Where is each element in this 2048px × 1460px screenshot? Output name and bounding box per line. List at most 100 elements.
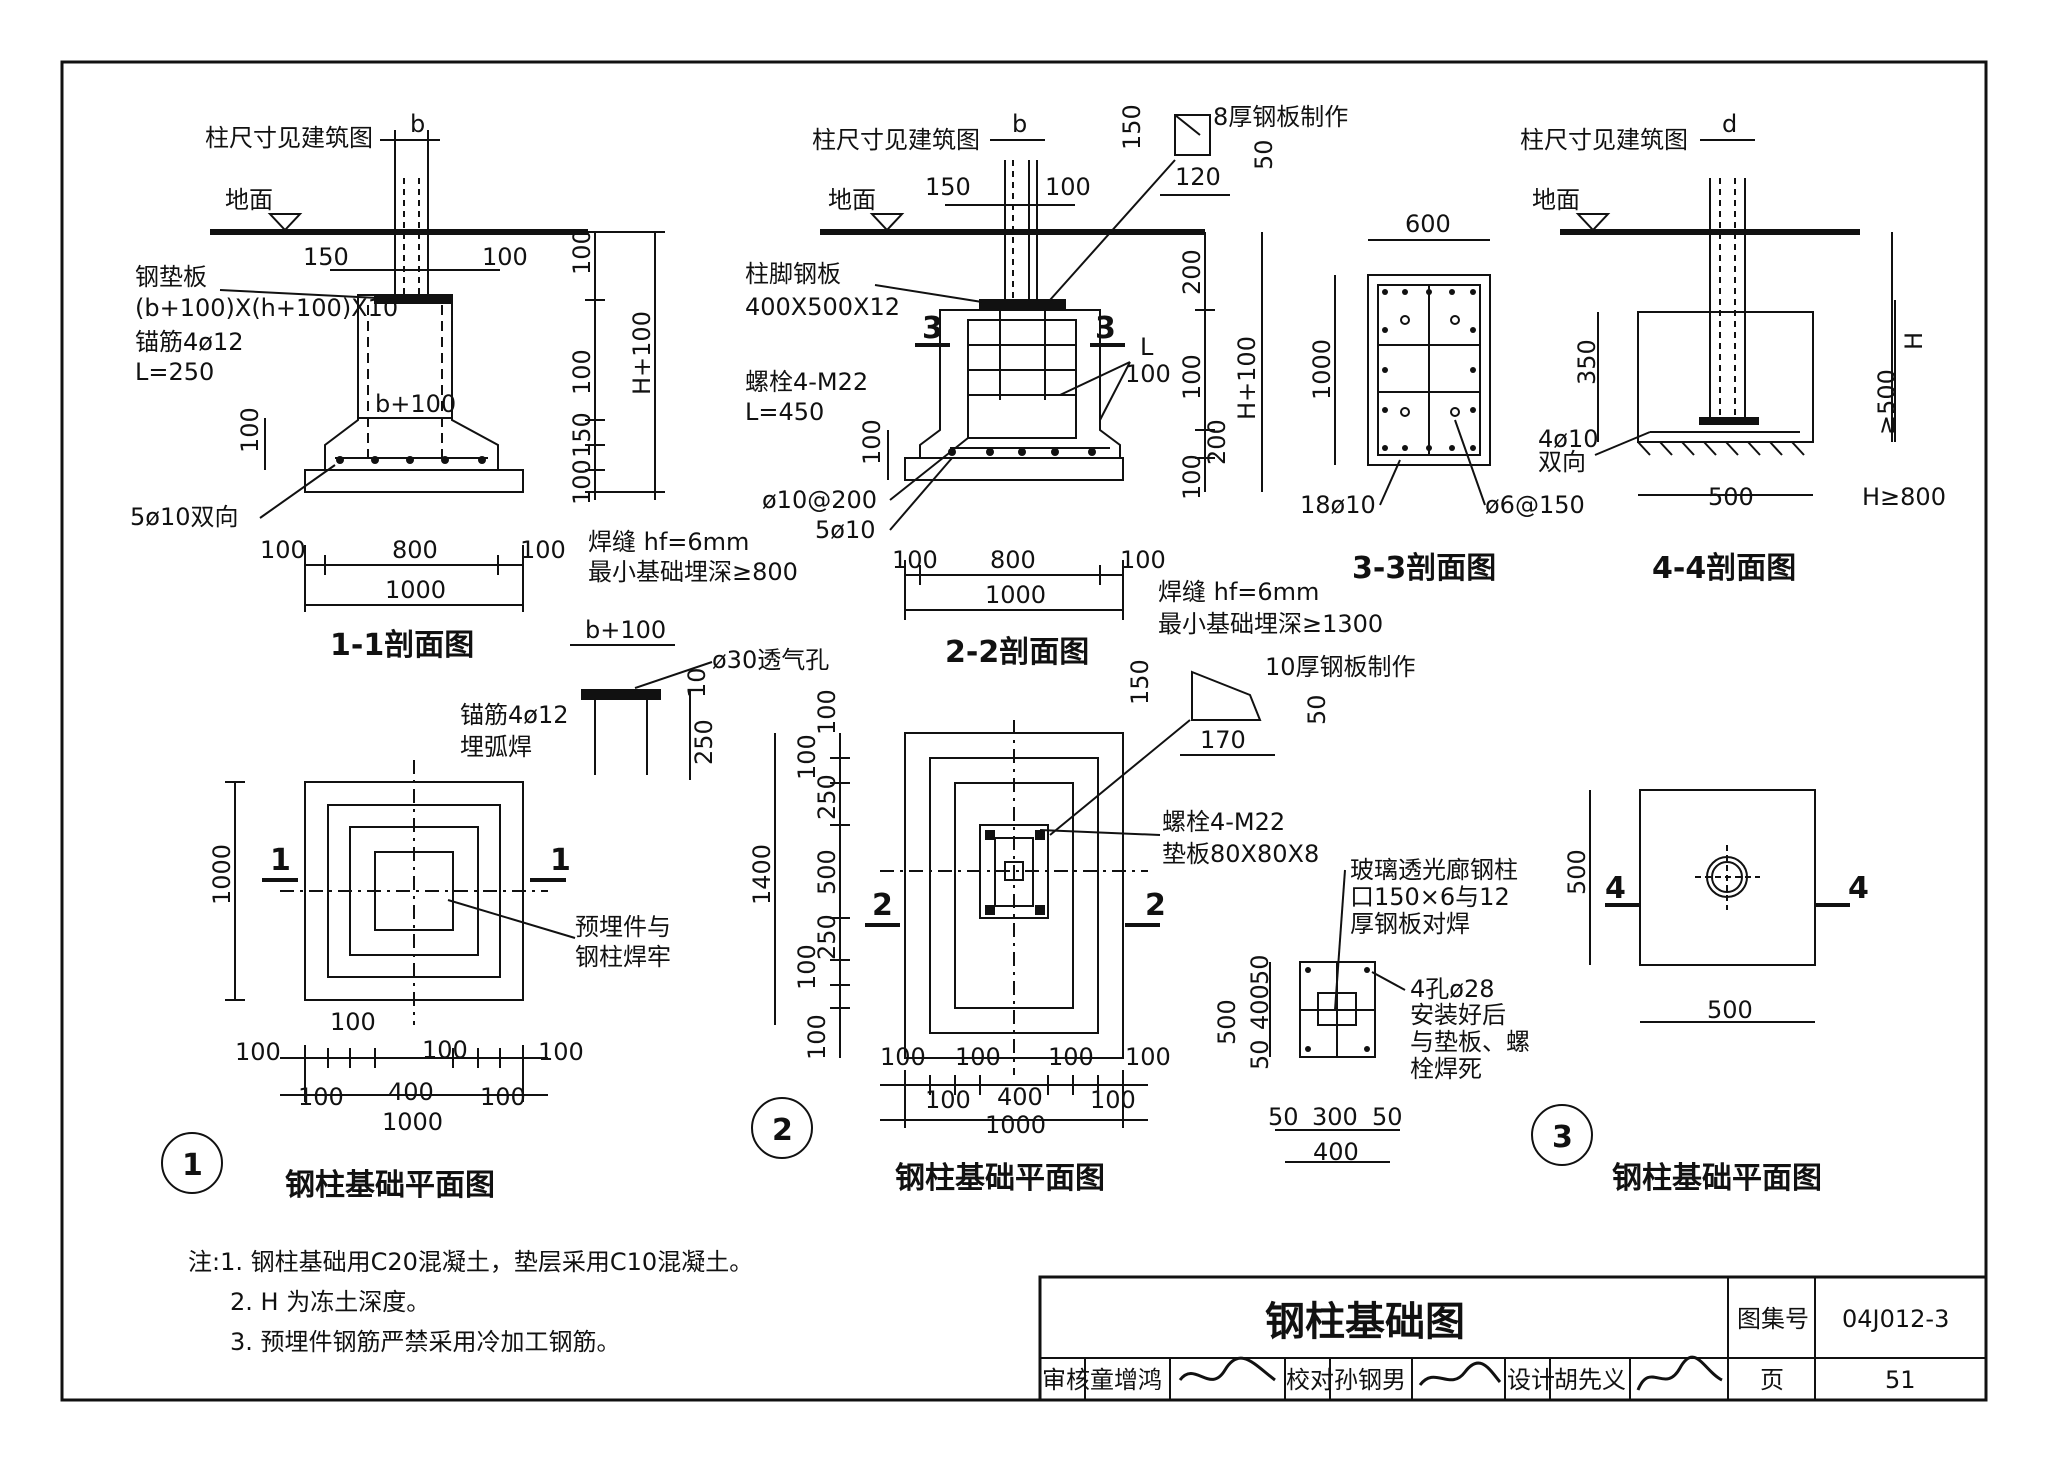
dim-w-100l-2: 100: [892, 546, 938, 574]
s44-350: 350: [1573, 339, 1601, 385]
bp-h-400: 400: [1313, 1138, 1359, 1166]
dim-w-1000-2: 1000: [985, 581, 1046, 609]
weld-note-2: 焊缝 hf=6mm: [1158, 578, 1319, 606]
dim-v-150: 150: [568, 412, 596, 458]
min-depth-note: 最小基础埋深≥800: [588, 558, 798, 586]
plan-2-title: 钢柱基础平面图: [895, 1161, 1105, 1196]
plan1-100-c: 100: [538, 1038, 584, 1066]
ground-label-4: 地面: [1532, 186, 1580, 214]
s33-1000: 1000: [1308, 339, 1336, 400]
plan1-dim-1000v: 1000: [208, 844, 236, 905]
plan2-h-100e: 100: [925, 1086, 971, 1114]
s44-rebar-2: 双向: [1538, 448, 1586, 476]
design-label: 设计: [1507, 1366, 1555, 1394]
dim-150-2: 150: [925, 173, 971, 201]
stiffener-50: 50: [1250, 139, 1278, 170]
designer-name: 胡先义: [1554, 1366, 1626, 1394]
cut-mark-1-right: 1: [550, 843, 571, 878]
plan1-100-top: 100: [330, 1008, 376, 1036]
plan2-h-1000: 1000: [985, 1111, 1046, 1139]
plan-3-title: 钢柱基础平面图: [1612, 1161, 1822, 1196]
bp-v-50b: 50: [1246, 1039, 1274, 1070]
plan-2: 螺栓4-M22 垫板80X80X8 100 100 250 500 250 10…: [748, 689, 1319, 1196]
column-size-note: 柱尺寸见建筑图: [205, 124, 373, 152]
stiffener2-170: 170: [1200, 726, 1246, 754]
ground-label: 地面: [225, 186, 273, 214]
column-dim-d: d: [1722, 110, 1737, 138]
vent-hole-label: ø30透气孔: [712, 646, 829, 674]
column-size-note-4: 柱尺寸见建筑图: [1520, 126, 1688, 154]
bolt-length: L=450: [745, 398, 824, 426]
dim-100-2: 100: [1045, 173, 1091, 201]
stiffener2-150: 150: [1126, 659, 1154, 705]
plan2-h-100b: 100: [955, 1043, 1001, 1071]
ground-label-2: 地面: [828, 186, 876, 214]
drawing-title: 钢柱基础图: [1265, 1299, 1465, 1345]
s44-ge500: ≥500: [1873, 369, 1901, 435]
sheet-border: [60, 60, 1988, 1402]
plan2-v-100c: 100: [793, 944, 821, 990]
dim-v-200: 200: [1178, 249, 1206, 295]
bp-h-50b: 50: [1372, 1103, 1403, 1131]
dim-100-left: 100: [236, 407, 264, 453]
dim-v-h100-2: H+100: [1233, 336, 1261, 420]
reviewer-signature: [1178, 1356, 1276, 1382]
plan2-v-500: 500: [813, 849, 841, 895]
s44-H: H: [1900, 332, 1928, 350]
base-plate-label: 柱脚钢板: [745, 260, 841, 288]
bp-v-400: 400: [1246, 984, 1274, 1030]
dim-w-1000: 1000: [385, 576, 446, 604]
plan-1: 1000 1 1 预埋件与 钢柱焊牢 100 100 100 100 100 4…: [161, 760, 671, 1203]
min-depth-note-2: 最小基础埋深≥1300: [1158, 610, 1383, 638]
rebar-dots: [336, 456, 486, 464]
hole-note-3: 与垫板、螺: [1410, 1028, 1530, 1056]
bp-h-300: 300: [1312, 1103, 1358, 1131]
s44-500: 500: [1708, 483, 1754, 511]
plan1-100-b: 100: [422, 1036, 468, 1064]
plan2-v-1400: 1400: [748, 844, 776, 905]
arc-weld-label: 埋弧焊: [460, 733, 532, 761]
section-3-3-title: 3-3剖面图: [1352, 551, 1496, 586]
s33-stirrup: ø6@150: [1485, 491, 1585, 519]
section-4-4-title: 4-4剖面图: [1652, 551, 1796, 586]
detail-10: 10: [683, 667, 711, 698]
embed-weld-note-1: 预埋件与: [575, 913, 671, 941]
detail-b-plus-100: b+100: [585, 616, 666, 644]
page-number: 51: [1885, 1366, 1916, 1394]
base-plate-size: 400X500X12: [745, 293, 900, 321]
review-label: 审核: [1042, 1366, 1090, 1394]
column-note-1: 玻璃透光廊钢柱: [1350, 856, 1518, 884]
pad-plate-size: (b+100)X(h+100)X10: [135, 294, 398, 322]
column-dim-b-2: b: [1012, 110, 1027, 138]
dim-v-100c: 100: [568, 459, 596, 505]
figure-number-1: 1: [182, 1148, 203, 1183]
note-2: 2. H 为冻土深度。: [230, 1288, 430, 1316]
designer-signature: [1636, 1355, 1723, 1391]
s33-600: 600: [1405, 210, 1451, 238]
plan3-v-500: 500: [1563, 849, 1591, 895]
page-label: 页: [1760, 1366, 1784, 1394]
embed-detail: b+100 ø30透气孔 10 250 锚筋4ø12 埋弧焊: [460, 616, 829, 780]
atlas-number: 04J012-3: [1842, 1305, 1949, 1333]
s44-h-note: H≥800: [1862, 483, 1946, 511]
bp-h-50a: 50: [1268, 1103, 1299, 1131]
dim-v-100-2c: 100: [1178, 454, 1206, 500]
cut-mark-1-left: 1: [270, 843, 291, 878]
dim-w-100l: 100: [260, 536, 306, 564]
anchor-bar-label: 锚筋4ø12: [135, 328, 244, 356]
rebar-5phi10-2: 5ø10: [815, 516, 876, 544]
bp-v-500: 500: [1213, 999, 1241, 1045]
dim-w-800-2: 800: [990, 546, 1036, 574]
checker-signature: [1418, 1361, 1502, 1386]
bolt-holes: [985, 830, 1045, 915]
section-1-1-title: 1-1剖面图: [330, 628, 474, 663]
column-size-note-2: 柱尺寸见建筑图: [812, 126, 980, 154]
section-2-2: 柱尺寸见建筑图 b 地面 150 100 柱脚钢板 400X500X12 螺栓4…: [745, 103, 1416, 836]
stiffener-note: 8厚钢板制作: [1213, 103, 1348, 131]
section-2-2-title: 2-2剖面图: [945, 635, 1089, 670]
pad-plate-label: 钢垫板: [135, 263, 207, 291]
embed-weld-note-2: 钢柱焊牢: [575, 943, 671, 971]
dim-150: 150: [303, 243, 349, 271]
cushion-layer: [304, 469, 524, 493]
